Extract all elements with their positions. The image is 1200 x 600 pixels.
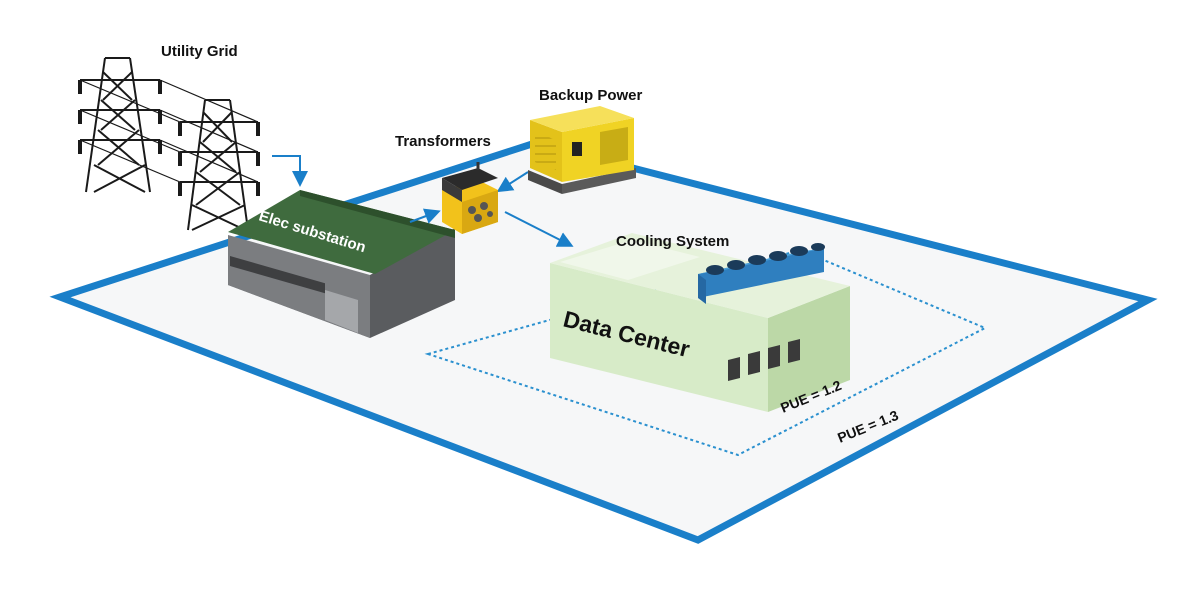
cooling-system-units [698, 243, 825, 304]
power-flow-arrows [272, 155, 574, 247]
utility-grid-label: Utility Grid [161, 43, 238, 60]
backup-power-generator [528, 106, 636, 194]
backup-to-transformer-arrow [496, 171, 529, 193]
transformer [442, 162, 498, 234]
grid-to-substation-arrow [272, 155, 308, 187]
pue-inner-boundary [424, 248, 988, 457]
electrical-substation [228, 190, 455, 338]
cooling-system-label: Cooling System [616, 233, 729, 250]
transmission-tower [78, 57, 162, 193]
transformers-label: Transformers [395, 133, 491, 150]
utility-grid-towers [78, 57, 260, 231]
backup-power-label: Backup Power [539, 87, 643, 104]
transmission-tower [178, 99, 260, 231]
transformer-to-datacenter-arrow [504, 211, 574, 247]
substation-to-transformer-arrow [409, 208, 441, 224]
